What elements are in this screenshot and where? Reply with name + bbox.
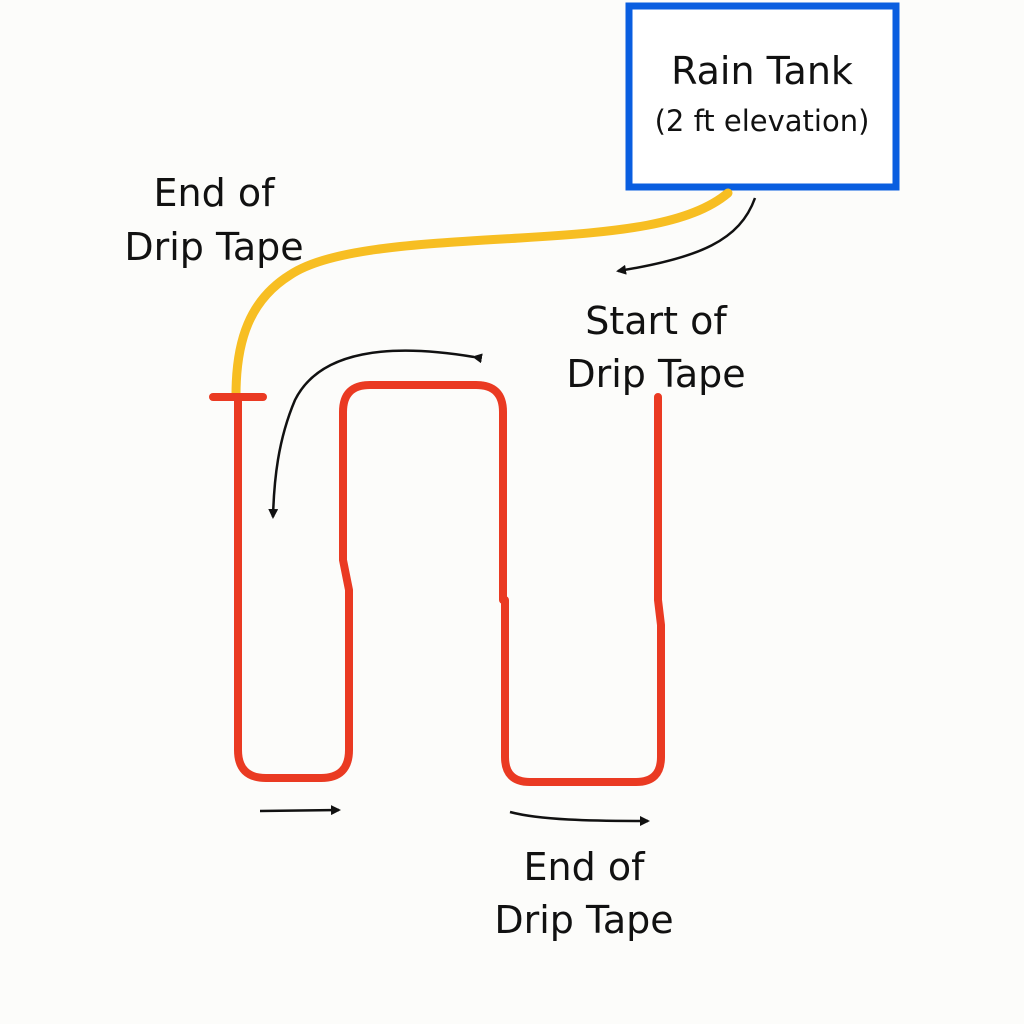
rain-tank: Rain Tank (2 ft elevation) bbox=[625, 2, 900, 191]
flow-arrow-tank-to-start bbox=[616, 197, 757, 275]
rain-tank-subtitle: (2 ft elevation) bbox=[655, 104, 870, 138]
label-end-top-line1: End of bbox=[154, 171, 277, 215]
flow-arrow-bottom-left bbox=[259, 805, 341, 816]
flow-arrow-bottom-right bbox=[509, 810, 650, 826]
label-end-top-line2: Drip Tape bbox=[124, 225, 303, 269]
supply-line bbox=[231, 188, 733, 400]
label-start-line2: Drip Tape bbox=[566, 352, 745, 396]
label-end-bottom-line1: End of bbox=[524, 845, 647, 889]
flow-arrow-over-loop bbox=[268, 349, 483, 519]
rain-tank-box bbox=[625, 2, 900, 191]
rain-tank-title: Rain Tank bbox=[671, 49, 853, 93]
label-start-line1: Start of bbox=[585, 299, 728, 343]
drip-tape-line bbox=[234, 381, 665, 786]
label-end-bottom-line2: Drip Tape bbox=[494, 898, 673, 942]
